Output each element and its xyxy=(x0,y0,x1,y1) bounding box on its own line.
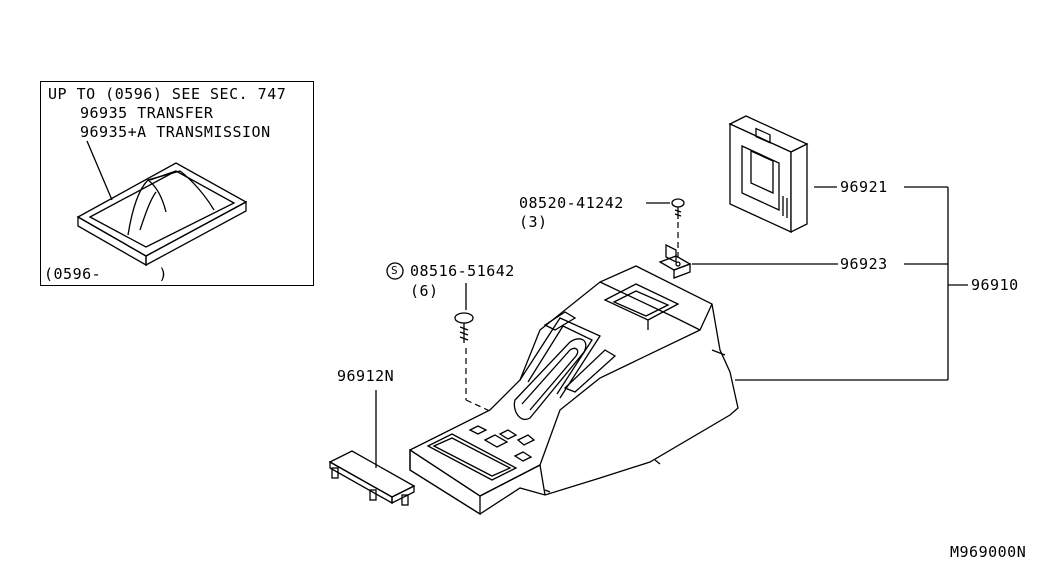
assembly-leader-lines xyxy=(904,186,968,380)
diagram-id: M969000N xyxy=(950,543,1027,561)
screw-quantity: (3) xyxy=(519,213,548,231)
inset-note-line-1: UP TO (0596) SEE SEC. 747 xyxy=(48,85,287,103)
bolt-part-number: 08516-51642 xyxy=(410,262,515,280)
bolt-quantity: (6) xyxy=(410,282,439,300)
shift-boot-illustration xyxy=(76,140,248,267)
screw-illustration xyxy=(646,198,685,258)
console-lid-illustration xyxy=(728,115,837,234)
bolt-standard-symbol: S xyxy=(391,264,399,277)
inset-date-range: (0596- ) xyxy=(44,265,168,283)
bracket-illustration xyxy=(658,243,838,279)
tray-illustration xyxy=(328,390,416,506)
inset-note-line-2: 96935 TRANSFER xyxy=(80,104,214,122)
center-console-illustration xyxy=(409,265,948,516)
bracket-part-number: 96923 xyxy=(840,255,888,273)
lid-part-number: 96921 xyxy=(840,178,888,196)
standard-part-symbol xyxy=(386,262,404,280)
bolt-illustration xyxy=(454,283,501,439)
screw-part-number: 08520-41242 xyxy=(519,194,624,212)
console-assy-part-number: 96910 xyxy=(971,276,1019,294)
tray-part-number: 96912N xyxy=(337,367,395,385)
inset-note-box xyxy=(40,81,314,286)
inset-note-line-3: 96935+A TRANSMISSION xyxy=(80,123,271,141)
